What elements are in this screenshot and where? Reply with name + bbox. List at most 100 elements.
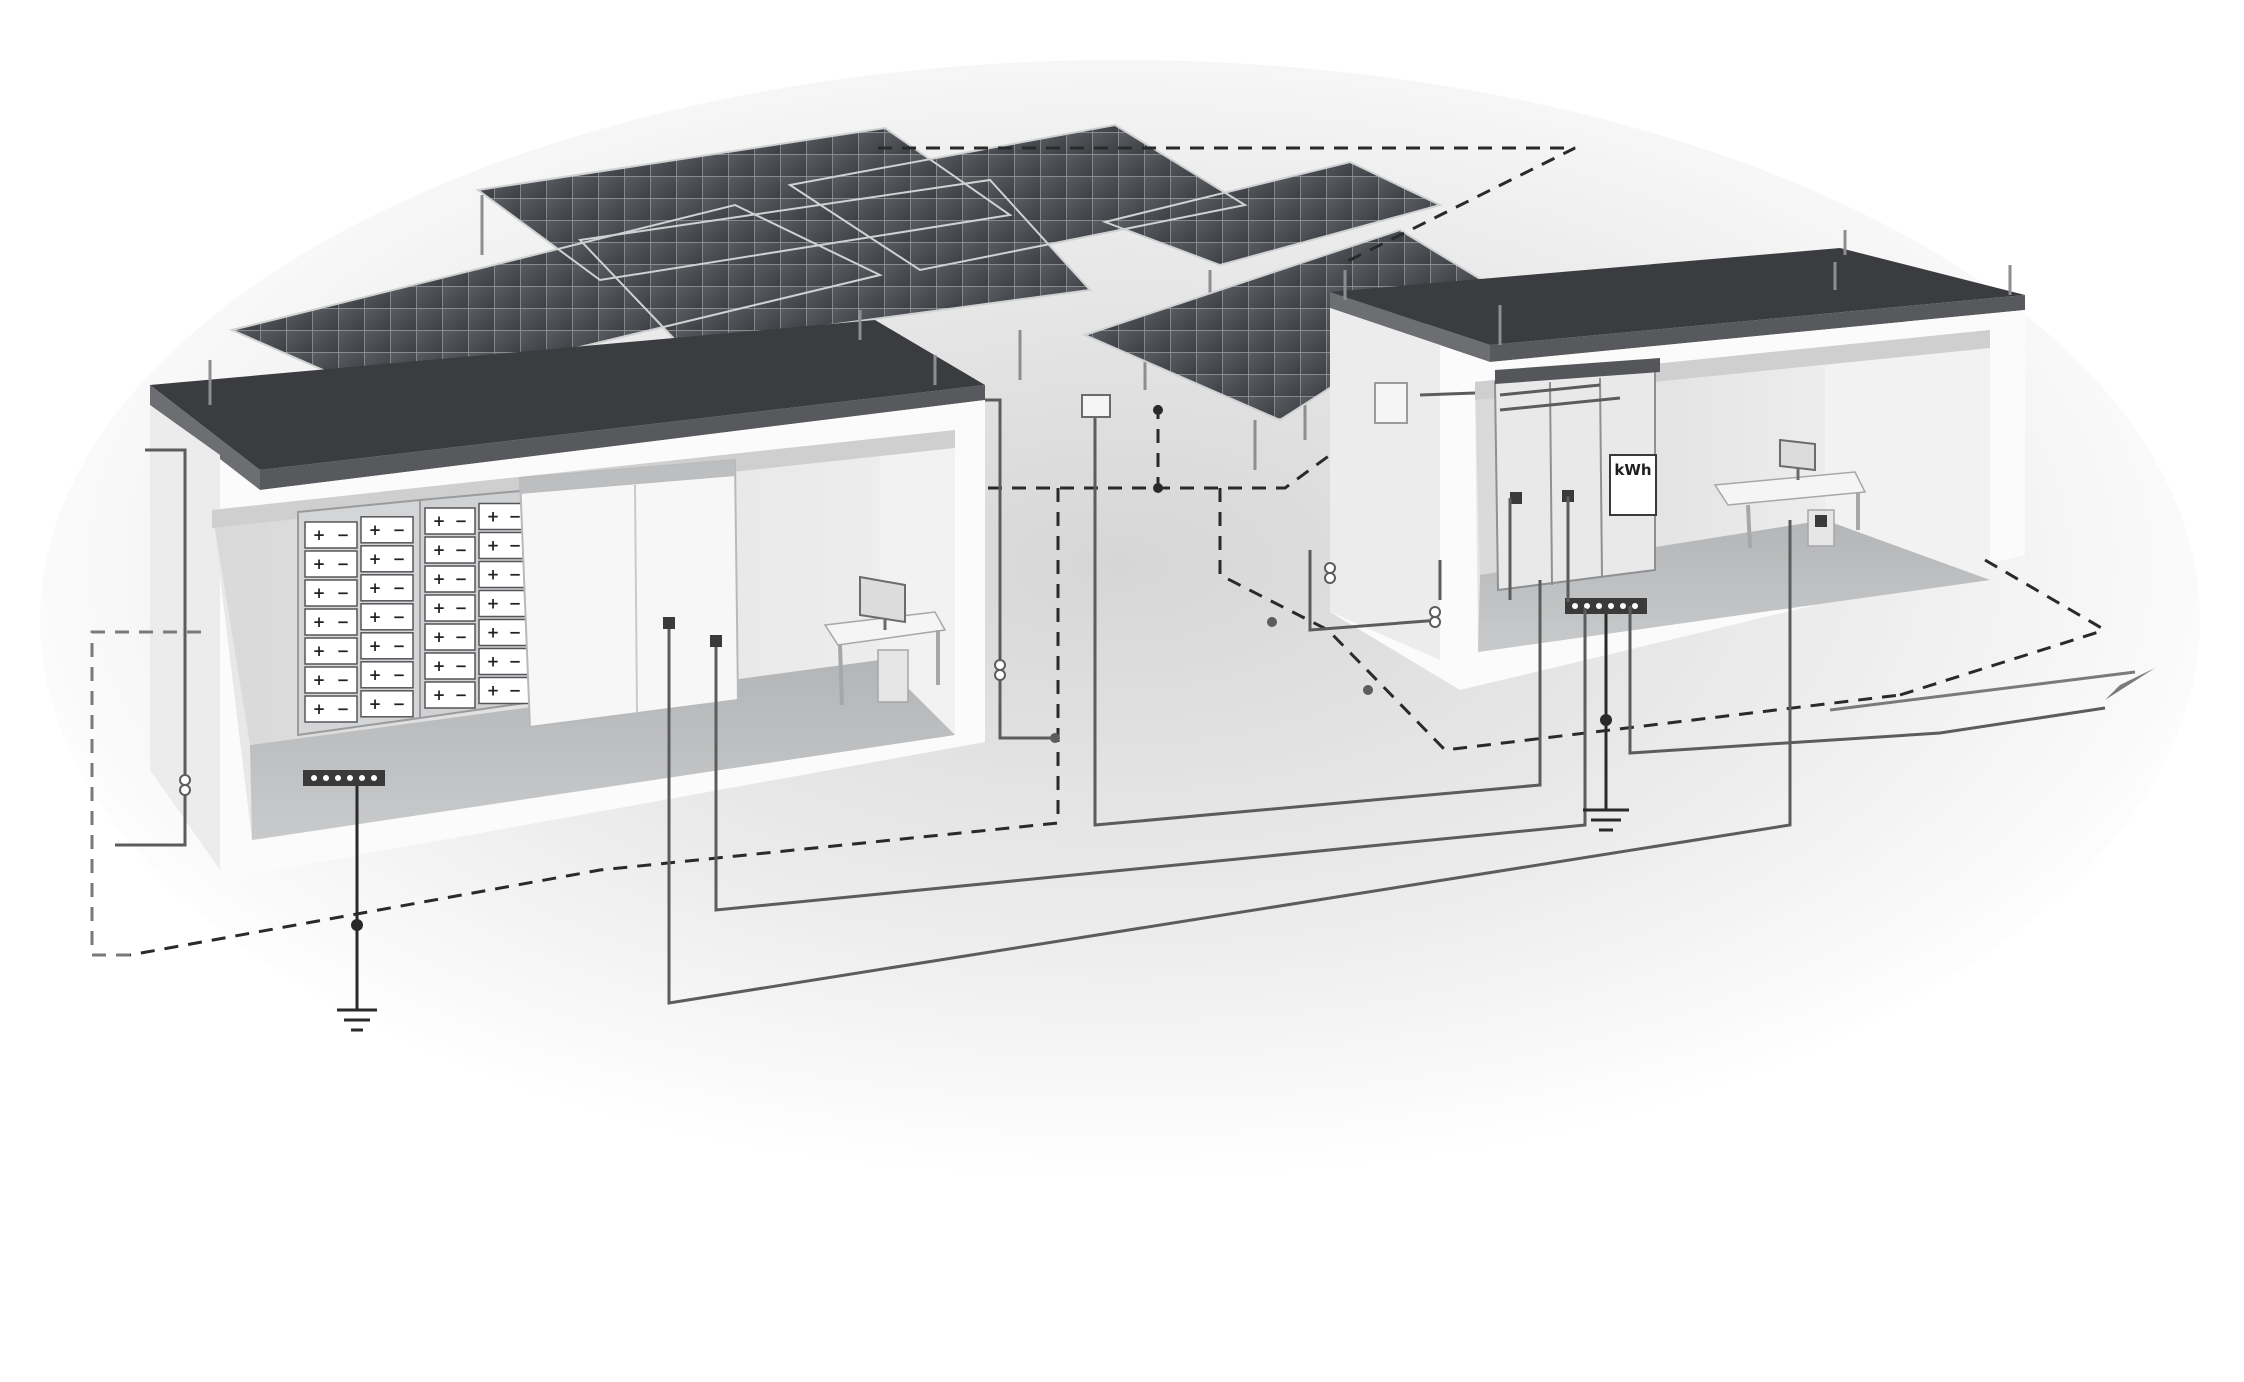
battery-plus-sign: + bbox=[369, 550, 382, 568]
battery-plus-sign: + bbox=[487, 537, 500, 555]
cabinet-connector-2 bbox=[710, 635, 722, 647]
battery-plus-sign: + bbox=[433, 570, 446, 588]
battery-module: +− bbox=[360, 516, 414, 544]
battery-plus-sign: + bbox=[433, 512, 446, 530]
battery-plus-sign: + bbox=[433, 657, 446, 675]
battery-module: +− bbox=[424, 565, 476, 593]
battery-minus-sign: − bbox=[509, 682, 522, 700]
battery-plus-sign: + bbox=[313, 700, 326, 718]
battery-plus-sign: + bbox=[313, 613, 326, 631]
dashed-bonding-line bbox=[129, 146, 2106, 957]
battery-plus-sign: + bbox=[487, 508, 500, 526]
battery-minus-sign: − bbox=[455, 657, 468, 675]
energy-meter: kWh bbox=[1609, 454, 1657, 516]
battery-minus-sign: − bbox=[393, 666, 406, 684]
battery-minus-sign: − bbox=[509, 508, 522, 526]
combiner-box bbox=[1081, 394, 1111, 418]
battery-plus-sign: + bbox=[313, 584, 326, 602]
battery-module: +− bbox=[304, 550, 358, 578]
battery-module: +− bbox=[360, 603, 414, 631]
battery-minus-sign: − bbox=[509, 653, 522, 671]
battery-module: +− bbox=[360, 632, 414, 660]
battery-plus-sign: + bbox=[369, 666, 382, 684]
battery-room-floor bbox=[250, 660, 955, 840]
battery-module: +− bbox=[304, 666, 358, 694]
battery-plus-sign: + bbox=[433, 599, 446, 617]
solar-panel-row-6 bbox=[1085, 230, 1490, 420]
battery-plus-sign: + bbox=[313, 526, 326, 544]
battery-minus-sign: − bbox=[337, 584, 350, 602]
battery-plus-sign: + bbox=[369, 608, 382, 626]
battery-modules: +−+−+−+−+−+−+−+−+−+−+−+−+−+−+−+−+−+−+−+−… bbox=[304, 502, 530, 723]
office-desk bbox=[823, 611, 947, 706]
bonding-bar bbox=[303, 770, 385, 786]
switchgear-connector-1 bbox=[1510, 492, 1522, 504]
cabinet-connector-1 bbox=[663, 617, 675, 629]
battery-plus-sign: + bbox=[487, 653, 500, 671]
battery-module: +− bbox=[304, 637, 358, 665]
battery-minus-sign: − bbox=[455, 541, 468, 559]
battery-plus-sign: + bbox=[433, 541, 446, 559]
control-desk bbox=[1713, 471, 1867, 549]
inverter-cabinet bbox=[518, 458, 740, 729]
battery-plus-sign: + bbox=[369, 521, 382, 539]
battery-module: +− bbox=[478, 676, 530, 705]
battery-module: +− bbox=[304, 521, 358, 549]
battery-minus-sign: − bbox=[455, 570, 468, 588]
battery-minus-sign: − bbox=[337, 526, 350, 544]
battery-minus-sign: − bbox=[455, 628, 468, 646]
battery-minus-sign: − bbox=[337, 613, 350, 631]
battery-minus-sign: − bbox=[337, 700, 350, 718]
battery-minus-sign: − bbox=[509, 537, 522, 555]
control-building-roof bbox=[1330, 248, 2025, 345]
battery-module: +− bbox=[478, 531, 530, 560]
battery-plus-sign: + bbox=[313, 671, 326, 689]
direction-arrow-icon bbox=[2105, 668, 2155, 700]
battery-minus-sign: − bbox=[509, 566, 522, 584]
battery-plus-sign: + bbox=[487, 566, 500, 584]
solar-panel-row-3 bbox=[1105, 162, 1440, 265]
battery-module: +− bbox=[478, 618, 530, 647]
battery-module: +− bbox=[424, 652, 476, 680]
battery-minus-sign: − bbox=[337, 671, 350, 689]
battery-module: +− bbox=[360, 661, 414, 689]
battery-minus-sign: − bbox=[509, 595, 522, 613]
battery-minus-sign: − bbox=[509, 624, 522, 642]
battery-module: +− bbox=[360, 574, 414, 602]
battery-minus-sign: − bbox=[393, 637, 406, 655]
battery-minus-sign: − bbox=[337, 555, 350, 573]
battery-minus-sign: − bbox=[393, 579, 406, 597]
solar-panel-row-5 bbox=[580, 180, 1090, 345]
battery-module: +− bbox=[360, 690, 414, 718]
battery-module: +− bbox=[478, 560, 530, 589]
control-monitor-icon bbox=[1779, 438, 1816, 480]
battery-plus-sign: + bbox=[433, 686, 446, 704]
battery-module: +− bbox=[304, 695, 358, 723]
battery-module: +− bbox=[360, 545, 414, 573]
battery-minus-sign: − bbox=[393, 521, 406, 539]
battery-plus-sign: + bbox=[433, 628, 446, 646]
wiring bbox=[90, 146, 2155, 1005]
battery-minus-sign: − bbox=[393, 550, 406, 568]
battery-minus-sign: − bbox=[337, 642, 350, 660]
battery-plus-sign: + bbox=[369, 579, 382, 597]
battery-plus-sign: + bbox=[313, 642, 326, 660]
battery-module: +− bbox=[424, 507, 476, 535]
ground-icon-right bbox=[1583, 800, 1629, 832]
battery-plus-sign: + bbox=[487, 682, 500, 700]
battery-module: +− bbox=[424, 594, 476, 622]
battery-plus-sign: + bbox=[487, 595, 500, 613]
battery-plus-sign: + bbox=[313, 555, 326, 573]
battery-building: +−+−+−+−+−+−+−+−+−+−+−+−+−+−+−+−+−+−+−+−… bbox=[150, 310, 985, 880]
computer-monitor-icon bbox=[859, 575, 906, 630]
battery-minus-sign: − bbox=[393, 695, 406, 713]
control-bonding-bar bbox=[1565, 598, 1647, 614]
solid-cables bbox=[115, 383, 2106, 1005]
meter-label: kWh bbox=[1614, 461, 1651, 479]
junction-box bbox=[1374, 382, 1408, 424]
battery-building-roof bbox=[150, 320, 985, 470]
battery-minus-sign: − bbox=[455, 512, 468, 530]
battery-module: +− bbox=[478, 647, 530, 676]
battery-plus-sign: + bbox=[369, 695, 382, 713]
